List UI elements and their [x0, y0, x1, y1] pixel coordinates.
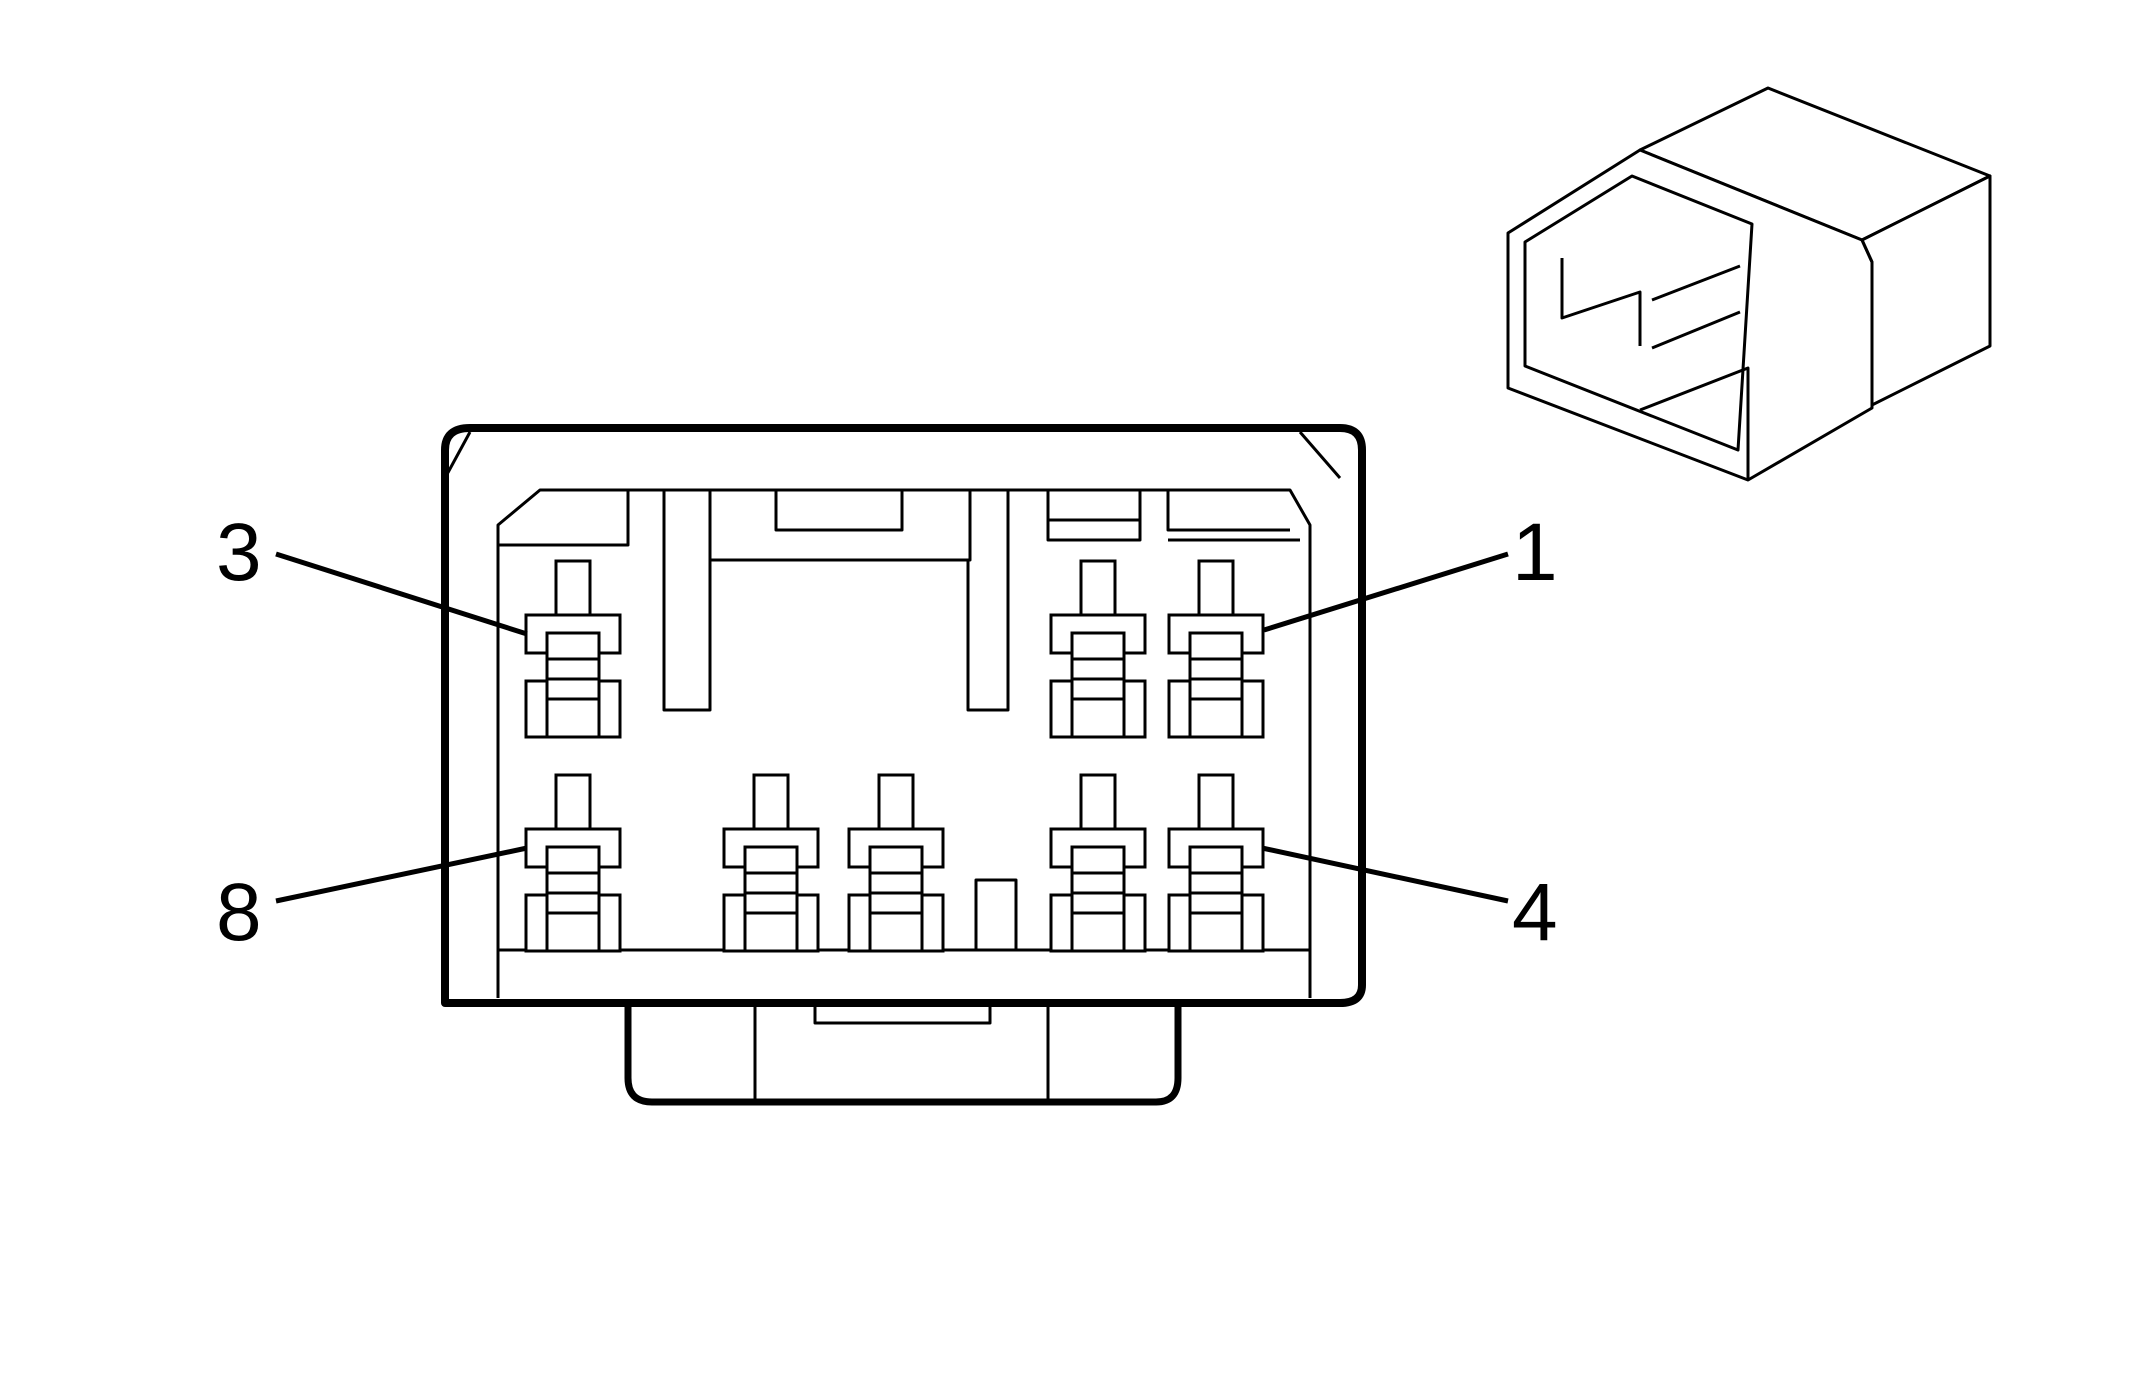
leader-line-pin-3: [275, 551, 528, 637]
leader-line-pin-8: [275, 845, 528, 904]
terminal-row-bottom: [524, 773, 1265, 953]
connector-front-view: [441, 424, 1366, 1106]
terminal-pin-5: [1049, 773, 1147, 953]
terminal-pin-2: [1049, 559, 1147, 739]
terminal-pin-8: [524, 773, 622, 953]
pin-label-8: 8: [216, 867, 262, 958]
leader-lines: [275, 551, 1509, 904]
terminal-pin-3: [524, 559, 622, 739]
pin-callouts: 3 1 8 4: [216, 507, 1558, 958]
leader-line-pin-4: [1261, 845, 1509, 904]
leader-line-pin-1: [1263, 551, 1509, 633]
terminal-pin-1: [1167, 559, 1265, 739]
terminal-pin-6: [847, 773, 945, 953]
pin-label-3: 3: [216, 507, 262, 598]
terminal-pin-4: [1167, 773, 1265, 953]
terminal-pin-7: [722, 773, 820, 953]
connector-isometric-view: [1506, 86, 1992, 482]
terminal-row-top: [524, 559, 1265, 739]
pin-label-1: 1: [1512, 507, 1558, 598]
pin-label-4: 4: [1512, 867, 1558, 958]
